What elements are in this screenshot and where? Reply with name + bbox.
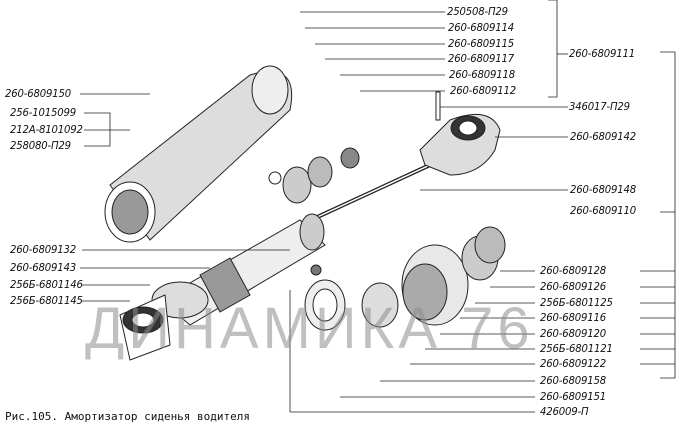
part-label: 260-6809114 (448, 21, 515, 34)
part-label: 260-6809111 (569, 47, 636, 60)
rod-eye (419, 91, 501, 176)
part-label: 260-6809143 (10, 261, 77, 274)
part-label: 256Б-6801121 (540, 342, 613, 355)
part-label: 260-6809132 (10, 243, 77, 256)
part-label: 260-6809158 (540, 374, 607, 387)
part-label: 212А-8101092 (10, 123, 83, 136)
part-label: 260-6809110 (570, 204, 637, 217)
part-label: 260-6809122 (540, 357, 607, 370)
dust-cover (104, 65, 293, 243)
part-label: 260-6809117 (448, 52, 515, 65)
shock-body (119, 213, 326, 361)
part-label: 260-6809151 (540, 390, 607, 403)
part-label: 258080-П29 (10, 139, 71, 152)
part-label: 260-6809115 (448, 37, 515, 50)
part-label: 260-6809142 (570, 130, 637, 143)
part-label: 260-6809128 (540, 264, 607, 277)
part-label: 256-1015099 (10, 106, 77, 119)
part-label: 250508-П29 (447, 5, 508, 18)
leader-lines (80, 0, 676, 413)
part-label: 260-6809116 (540, 311, 607, 324)
part-label: 260-6809126 (540, 280, 607, 293)
figure-caption: Рис.105. Амортизатор сиденья водителя (5, 410, 251, 423)
part-label: 256Б-6801145 (10, 294, 83, 307)
part-label: 260-6809120 (540, 327, 607, 340)
seal-parts (268, 147, 360, 204)
part-label: 426009-П (540, 405, 589, 418)
part-label: 260-6809148 (570, 183, 637, 196)
part-label: 260-6809112 (450, 84, 517, 97)
part-label: 260-6809150 (5, 87, 72, 100)
part-label: 256Б-6801146 (10, 278, 83, 291)
watermark: ДИНАМИКА 76 (85, 296, 534, 361)
valve-parts (361, 226, 506, 328)
part-label: 256Б-6801125 (540, 296, 613, 309)
part-label: 346017-П29 (569, 100, 630, 113)
part-label: 260-6809118 (449, 68, 516, 81)
